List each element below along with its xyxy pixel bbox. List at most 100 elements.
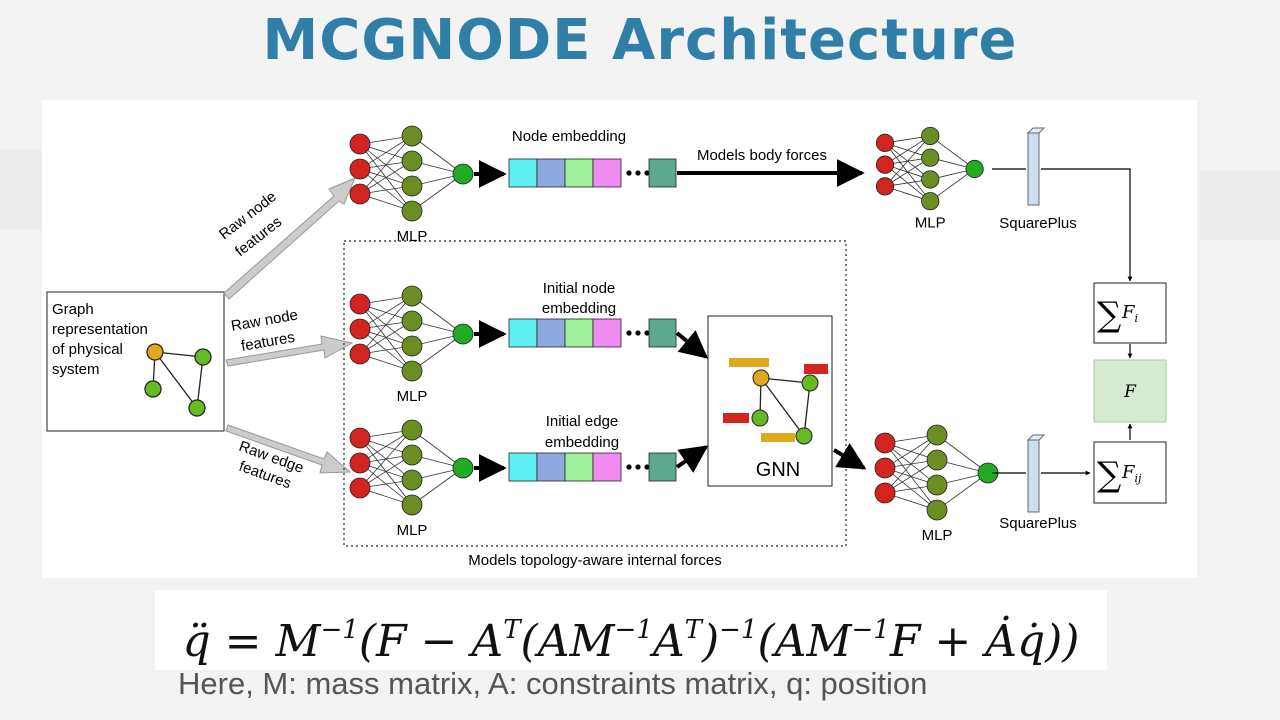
- raw-edge-features-arrow-bottom: [225, 424, 352, 474]
- embedding-cell: [564, 452, 594, 482]
- mlp-label: MLP: [397, 522, 428, 539]
- input-neuron: [349, 477, 371, 499]
- ellipsis-dot: [626, 464, 632, 470]
- raw-node-features-arrow-top: [223, 177, 356, 300]
- equation-panel: q̈ = M−1(F − AT(AM−1AT)−1(AM−1F + Ȧq̇)): [155, 590, 1107, 670]
- embedding-rows: [508, 158, 677, 482]
- architecture-diagram: Graph representation of physical system: [46, 125, 1167, 569]
- embedding-cell: [508, 158, 538, 188]
- node-embedding-row: [508, 158, 677, 188]
- hidden-neuron: [401, 285, 423, 307]
- symbol-caption: Here, M: mass matrix, A: constraints mat…: [178, 666, 928, 701]
- sum-fi-term: Fi: [1121, 302, 1138, 325]
- hidden-neuron: [401, 360, 423, 382]
- input-neuron: [874, 457, 896, 479]
- embedding-cell: [536, 158, 566, 188]
- embedding-cell-last: [648, 318, 677, 348]
- initial-edge-embedding-label-line2: embedding: [545, 434, 619, 451]
- gnn-box: GNN: [707, 315, 833, 487]
- input-neuron: [349, 158, 371, 180]
- squareplus-label-top: SquarePlus: [999, 215, 1077, 232]
- hidden-neuron: [401, 310, 423, 332]
- ellipsis-dot: [626, 330, 632, 336]
- initial-edge-embedding-label-line1: Initial edge: [546, 413, 619, 430]
- mlp-body-forces: MLP: [349, 125, 474, 245]
- embedding-cell-last: [648, 158, 677, 188]
- input-neuron: [349, 293, 371, 315]
- mlp-initial-edge: MLP: [349, 419, 474, 539]
- background-band-right: [1200, 170, 1280, 240]
- gnn-node-feature-bar: [729, 358, 769, 367]
- node-embedding-to-gnn-arrow: [675, 330, 709, 359]
- squareplus-block-bottom: SquarePlus: [999, 434, 1077, 532]
- ellipsis-dot: [635, 464, 641, 470]
- ellipsis-dot: [626, 170, 632, 176]
- gnn-edge-feature-bar: [804, 364, 828, 374]
- mlp-label: MLP: [397, 388, 428, 405]
- mlp-gnn-output: MLP: [874, 424, 999, 544]
- output-neuron: [452, 457, 474, 479]
- embedding-cell: [592, 158, 622, 188]
- graph-representation-box: Graph representation of physical system: [46, 291, 225, 432]
- graph-box-label-line4: system: [52, 361, 100, 378]
- output-neuron: [965, 159, 984, 179]
- hidden-neuron: [401, 175, 423, 197]
- initial-node-embedding-label-line2: embedding: [542, 300, 616, 317]
- background-band-left: [0, 150, 45, 230]
- ellipsis-dot: [644, 170, 650, 176]
- initial-node-embedding-label-line1: Initial node: [543, 280, 616, 297]
- squareplus-block-top: SquarePlus: [999, 127, 1077, 232]
- initial-node-embedding-row: [508, 318, 677, 348]
- hidden-neuron: [926, 499, 948, 521]
- embedding-cell: [508, 318, 538, 348]
- sum-fi-sigma: ∑: [1097, 295, 1121, 335]
- mlp-label: MLP: [922, 527, 953, 544]
- ellipsis-dot: [635, 330, 641, 336]
- raw-node-features-arrow-middle: [225, 335, 354, 367]
- hidden-neuron: [921, 126, 940, 146]
- sum-fij-box: ∑ Fij: [1093, 441, 1167, 504]
- embedding-cell: [592, 452, 622, 482]
- squareplus-to-sum-fi-arrow: [1041, 168, 1133, 282]
- hidden-neuron: [401, 469, 423, 491]
- models-body-forces-label: Models body forces: [697, 147, 827, 164]
- initial-edge-embedding-row: [508, 452, 677, 482]
- input-neuron: [349, 427, 371, 449]
- embedding-cell: [564, 158, 594, 188]
- embedding-cell: [536, 318, 566, 348]
- hidden-neuron: [401, 419, 423, 441]
- mlp-initial-node: MLP: [349, 285, 474, 405]
- embedding-cell: [564, 318, 594, 348]
- embedding-cell: [536, 452, 566, 482]
- gnn-edge-feature-bar: [723, 413, 749, 423]
- hidden-neuron: [921, 148, 940, 167]
- input-neuron: [874, 482, 896, 504]
- internal-forces-dotted-box: [343, 240, 847, 547]
- embedding-cell: [592, 318, 622, 348]
- input-neuron: [874, 432, 896, 454]
- graph-box-label-line1: Graph: [52, 301, 94, 318]
- input-neuron: [875, 155, 895, 174]
- mlp-networks: MLP MLP MLP MLP MLP: [349, 125, 999, 544]
- input-neuron: [349, 343, 371, 365]
- mlp-label: MLP: [915, 214, 946, 231]
- sum-fij-sigma: ∑: [1097, 455, 1121, 495]
- diagram-panel: Graph representation of physical system: [42, 100, 1197, 578]
- page-title: MCGNODE Architecture: [262, 8, 1018, 73]
- ellipsis-dot: [635, 170, 641, 176]
- hidden-neuron: [401, 335, 423, 357]
- gnn-node-feature-bar: [761, 433, 795, 442]
- hidden-neuron: [401, 150, 423, 172]
- input-neuron: [349, 183, 371, 205]
- ellipsis-dot: [644, 330, 650, 336]
- hidden-neuron: [401, 494, 423, 516]
- f-label: F: [1123, 382, 1137, 402]
- hidden-neuron: [401, 125, 423, 147]
- hidden-neuron: [926, 424, 948, 446]
- node-embedding-label: Node embedding: [512, 128, 626, 145]
- input-neuron: [875, 177, 895, 196]
- hidden-neuron: [926, 474, 948, 496]
- output-neuron: [452, 323, 474, 345]
- squareplus-label-bottom: SquarePlus: [999, 515, 1077, 532]
- hidden-neuron: [401, 200, 423, 222]
